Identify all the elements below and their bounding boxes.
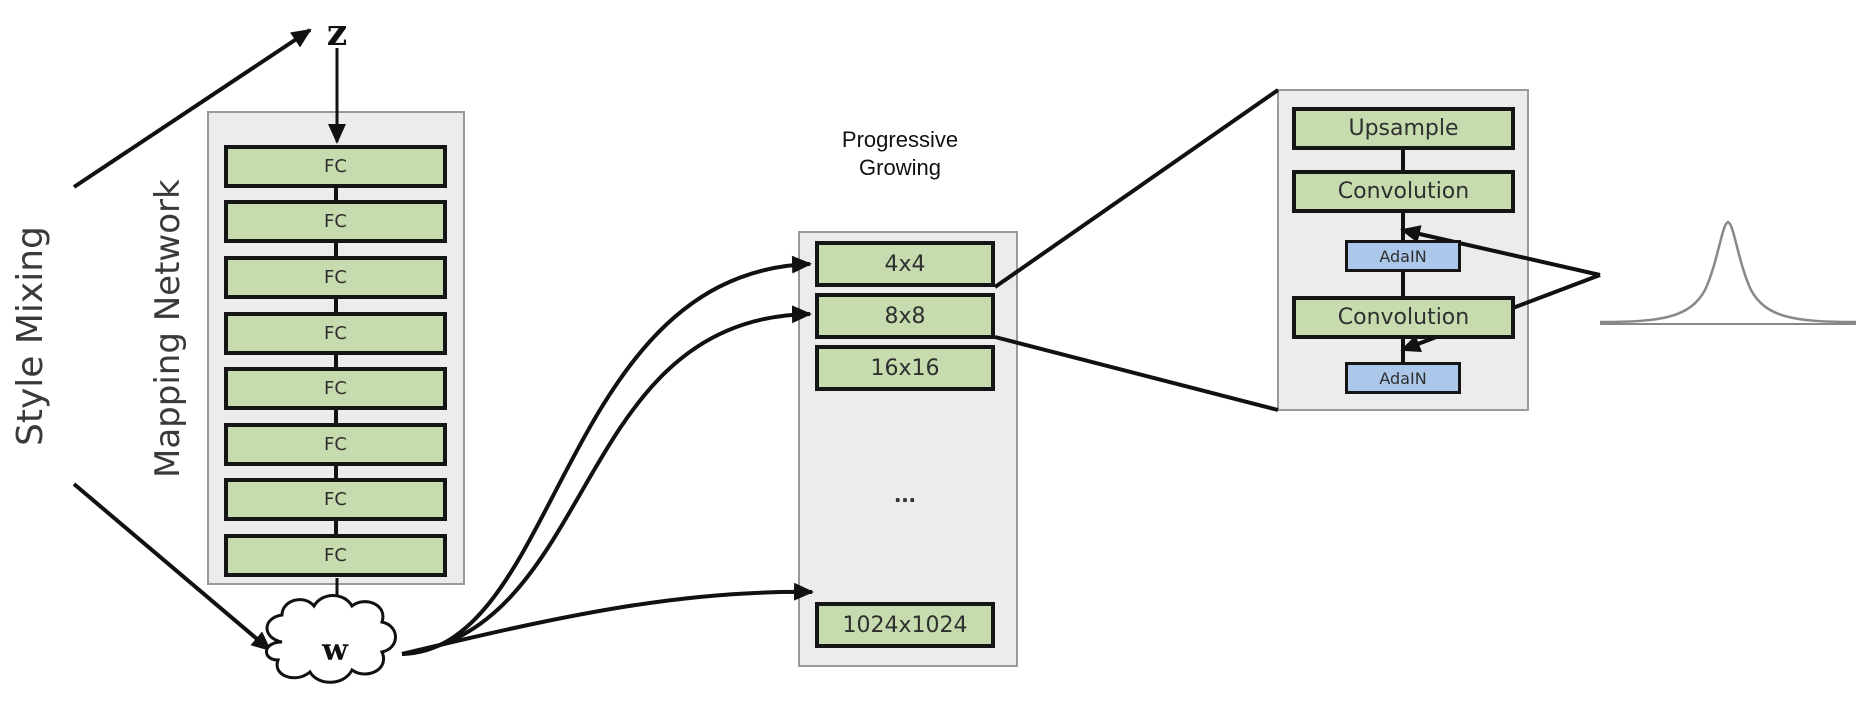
mapping-network-label: Mapping Network [148,179,188,478]
fc-layer: FC [224,478,447,521]
resolution-block-8x8: 8x8 [815,293,995,339]
fc-layer: FC [224,256,447,299]
zoom-line-bottom [994,335,1279,412]
ellipsis: ... [894,478,916,508]
fc-layer: FC [224,367,447,410]
style-mixing-arrow-top [72,28,312,189]
style-mixing-arrow-bottom [72,482,272,652]
fc-layer: FC [224,423,447,466]
latent-w-label: w [322,633,348,668]
upsample-layer: Upsample [1292,107,1515,150]
w-to-1024-arrow [401,582,814,656]
fc-layer: FC [224,200,447,243]
progressive-growing-line2: Growing [859,155,941,180]
latent-z-label: z [326,12,348,54]
w-to-4x4-arrow [401,255,812,656]
resolution-block-1024x1024: 1024x1024 [815,602,995,648]
adain-layer: AdaIN [1345,240,1461,272]
w-to-8x8-arrow [401,305,812,656]
fc-layer: FC [224,312,447,355]
resolution-block-16x16: 16x16 [815,345,995,391]
resolution-block-4x4: 4x4 [815,241,995,287]
adain-layer: AdaIN [1345,362,1461,394]
w-cloud [265,594,397,684]
fc-layer: FC [224,145,447,188]
noise-arrow-1 [1400,225,1601,277]
progressive-growing-line1: Progressive [841,127,959,152]
fc-layer: FC [224,534,447,577]
zoom-line-top [993,88,1280,289]
gaussian-curve [1599,220,1856,325]
style-mixing-label: Style Mixing [10,226,51,446]
convolution-layer: Convolution [1292,296,1515,339]
convolution-layer: Convolution [1292,170,1515,213]
progressive-growing-title: Progressive Growing [800,126,1000,182]
